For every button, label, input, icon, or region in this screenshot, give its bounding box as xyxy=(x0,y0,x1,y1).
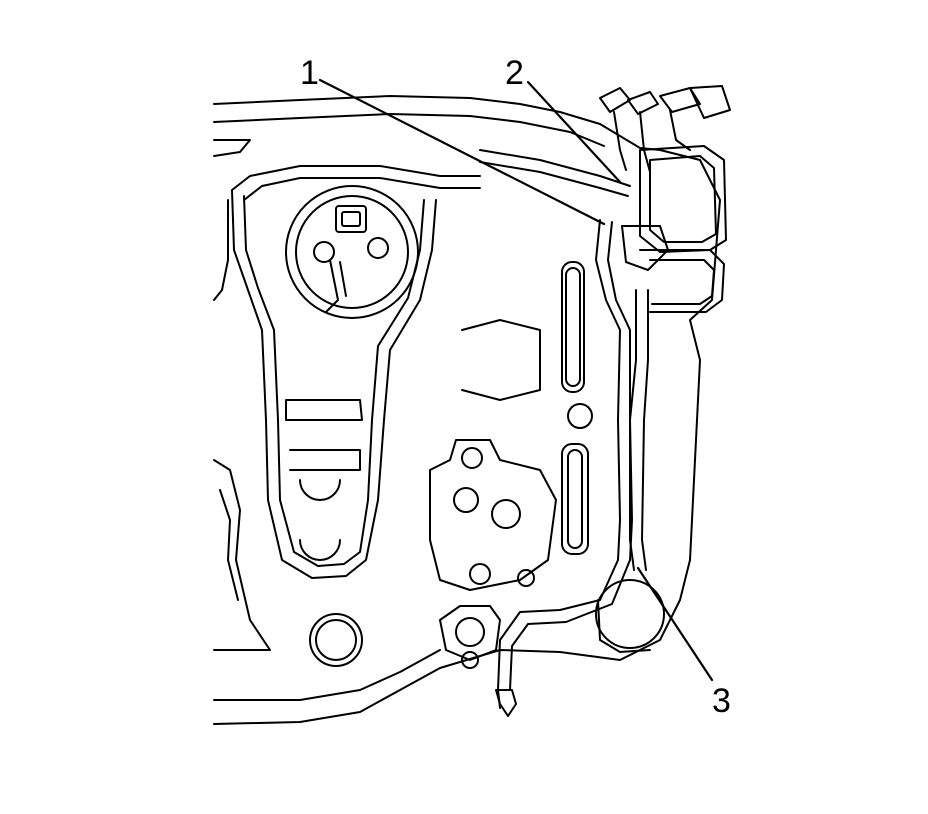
tank-ribs xyxy=(461,261,593,555)
evap-canister xyxy=(621,145,727,313)
callout-leaders xyxy=(318,78,714,682)
fuel-pump-module xyxy=(285,185,419,319)
lower-openings xyxy=(309,605,517,717)
electrical-connectors xyxy=(599,85,731,173)
center-bracket xyxy=(429,439,557,591)
fuel-filler-neck-fitting xyxy=(595,579,665,653)
tank-strap-region xyxy=(285,399,363,561)
fuel-tank-outline xyxy=(213,95,721,725)
callout-2: 2 xyxy=(505,54,524,92)
fuel-vapor-lines xyxy=(479,149,649,709)
callout-3: 3 xyxy=(712,682,731,720)
fuel-feed-line-loop xyxy=(213,165,481,579)
callout-1: 1 xyxy=(300,54,319,92)
